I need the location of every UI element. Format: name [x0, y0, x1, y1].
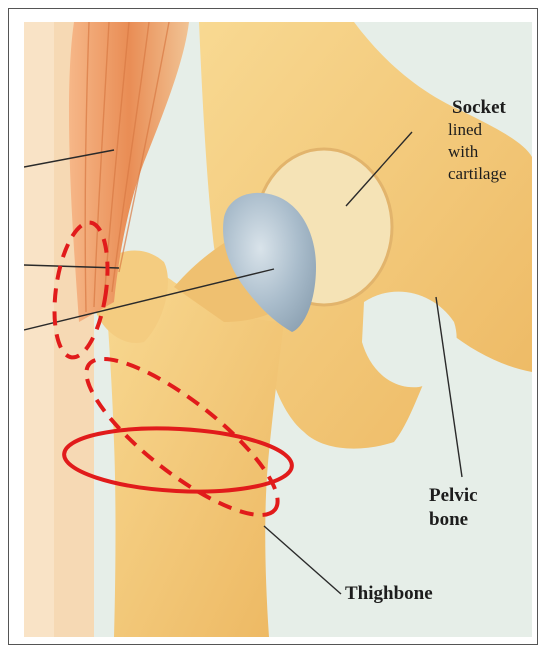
socket-label-line-1: lined: [448, 119, 482, 140]
thighbone-label: Thighbone: [345, 583, 433, 605]
socket-label-line-2: with: [448, 141, 478, 162]
socket-label-title: Socket: [452, 97, 506, 119]
pelvic-label-line-1: Pelvic: [429, 485, 478, 507]
socket-label-line-3: cartilage: [448, 163, 507, 184]
pelvic-label-line-2: bone: [429, 509, 468, 531]
